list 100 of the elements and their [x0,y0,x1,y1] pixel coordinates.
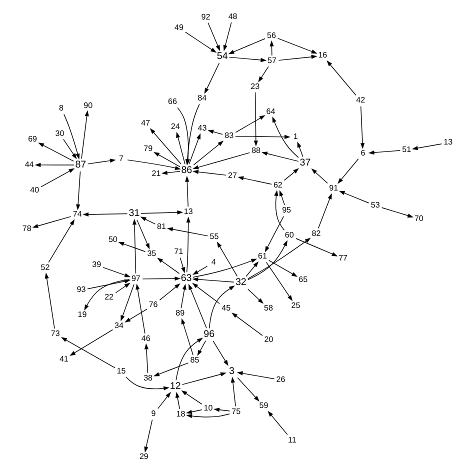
node-text: 38 [143,373,152,382]
arrow [265,262,292,302]
node-text: 21 [151,168,160,178]
node-text: 82 [311,228,320,238]
arrow [380,207,414,218]
arrow [236,377,260,402]
node-text: 60 [284,230,294,240]
node-text: 87 [74,159,86,170]
node-text: 19 [77,310,86,320]
node-text: 30 [54,128,64,138]
arrow [267,410,288,436]
node-text: 32 [234,277,246,288]
node-text: 37 [299,158,310,169]
arrow [180,318,193,356]
node-text: 78 [22,224,31,234]
node-text: 51 [402,144,411,154]
node-text: 43 [197,124,206,133]
arrow [317,193,332,229]
node-text: 69 [28,134,37,144]
arrow [142,276,180,281]
arrow [76,171,80,210]
arrow [144,343,148,374]
arrow [176,132,185,165]
arrow [310,168,328,184]
node-text: 93 [76,285,86,294]
node-text: 23 [250,82,260,91]
arrow [247,288,264,304]
arrow [181,372,226,385]
node-text: 3 [228,366,234,377]
arrow [180,390,202,405]
arrow [192,152,250,170]
node-text: 13 [443,138,452,147]
node-text: 4 [210,257,216,266]
node-text: 95 [282,206,291,215]
arrow [231,312,262,336]
arrow [120,284,134,322]
node-text: 10 [203,403,212,412]
arrow [274,190,284,231]
arrow [276,38,317,54]
node-text: 73 [50,328,60,338]
node-text: 20 [264,335,273,344]
arrow [186,409,202,414]
node-text: 57 [267,56,276,65]
arrow [296,142,303,158]
node-text: 22 [104,292,114,302]
node-text: 66 [168,97,176,106]
arrow [62,138,76,160]
node-text: 6 [360,148,365,158]
arrow [140,210,183,214]
arrow [283,168,298,181]
arrow [180,284,186,309]
arrow [69,329,113,356]
arrow [136,220,150,250]
node-text: 71 [174,247,183,256]
node-text: 49 [174,22,183,32]
node-text: 61 [258,252,266,261]
node-text: 48 [228,12,237,21]
node-text: 11 [287,435,296,444]
node-text: 77 [338,254,348,263]
arrow [63,114,80,160]
node-text: 83 [224,131,234,140]
node-text: 56 [266,30,276,40]
arrow [188,284,206,328]
node-text: 81 [156,222,166,232]
arrow [44,272,54,329]
arrow [82,212,128,217]
arrow [207,22,220,52]
node-text: 7 [118,154,124,164]
arrow [326,60,356,96]
arrow [48,219,74,263]
arrow [156,258,180,274]
arrow [124,308,147,323]
arrow [272,116,298,158]
arrow [264,216,284,252]
node-text: 74 [72,210,82,219]
node-text: 12 [169,380,180,392]
node-text: 29 [138,452,148,462]
arrow [253,92,258,146]
node-text: 25 [290,300,300,310]
node-text: 35 [146,248,156,258]
arrow [234,115,265,133]
arrow [140,216,156,224]
arrow [268,260,298,277]
node-text: 55 [209,232,218,242]
node-text: 16 [318,50,327,60]
arrow [192,170,226,176]
arrow [368,150,400,155]
node-text: 50 [108,235,117,244]
arrow [174,392,180,410]
node-text: 42 [356,96,365,105]
node-text: 45 [221,304,230,313]
node-text: 1 [292,132,298,142]
arrow [158,283,180,300]
arrow [60,337,115,368]
arrow [32,216,71,228]
arrow [338,190,369,204]
node-text: 64 [266,106,275,116]
node-text: 34 [114,320,124,330]
arrow [246,238,310,280]
node-text: 86 [180,165,192,176]
